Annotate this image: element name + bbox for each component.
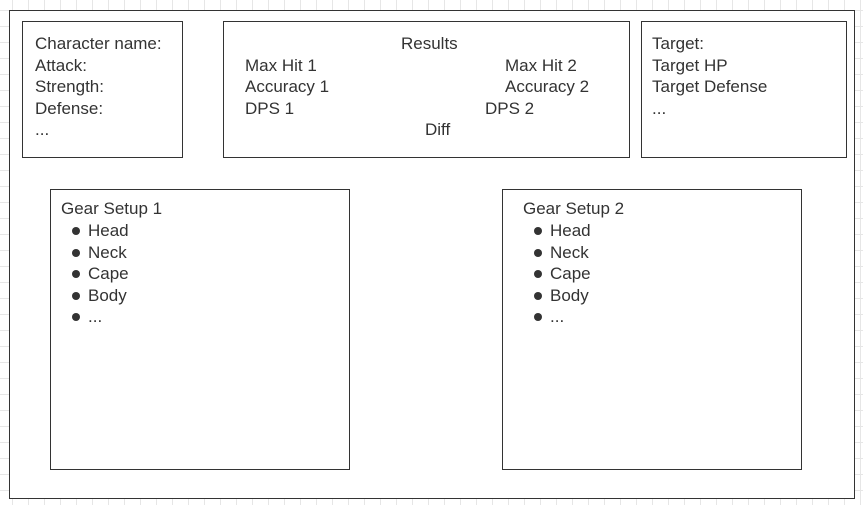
list-item: Neck [62,242,129,264]
results-box: Results Max Hit 1 Max Hit 2 Accuracy 1 A… [223,21,630,158]
character-name-label: Character name: [35,34,162,53]
accuracy-2-label: Accuracy 2 [505,77,590,96]
diff-label: Diff [425,120,451,139]
max-hit-1-label: Max Hit 1 [245,56,317,75]
strength-label: Strength: [35,77,104,96]
target-hp-label: Target HP [652,56,728,75]
defense-label: Defense: [35,99,104,118]
list-item: ... [62,306,129,328]
target-label: Target: [652,34,704,53]
gear-setup-1-box: Gear Setup 1 Head Neck Cape Body ... [50,189,350,470]
character-box: Character name: Attack: Strength: Defens… [22,21,183,158]
gear-setup-2-list: Head Neck Cape Body ... [524,220,591,328]
list-item: Body [524,285,591,307]
character-more-label: ... [35,120,50,139]
gear-setup-2-title: Gear Setup 2 [523,199,625,218]
target-box: Target: Target HP Target Defense ... [641,21,847,158]
list-item: Head [62,220,129,242]
gear-setup-2-box: Gear Setup 2 Head Neck Cape Body ... [502,189,802,470]
target-defense-label: Target Defense [652,77,768,96]
list-item: ... [524,306,591,328]
list-item: Neck [524,242,591,264]
max-hit-2-label: Max Hit 2 [505,56,577,75]
target-more-label: ... [652,99,667,118]
dps-1-label: DPS 1 [245,99,295,118]
dps-2-label: DPS 2 [485,99,535,118]
results-title: Results [401,34,458,53]
list-item: Body [62,285,129,307]
gear-setup-1-title: Gear Setup 1 [61,199,163,218]
gear-setup-1-list: Head Neck Cape Body ... [62,220,129,328]
accuracy-1-label: Accuracy 1 [245,77,330,96]
list-item: Cape [524,263,591,285]
list-item: Cape [62,263,129,285]
attack-label: Attack: [35,56,87,75]
list-item: Head [524,220,591,242]
